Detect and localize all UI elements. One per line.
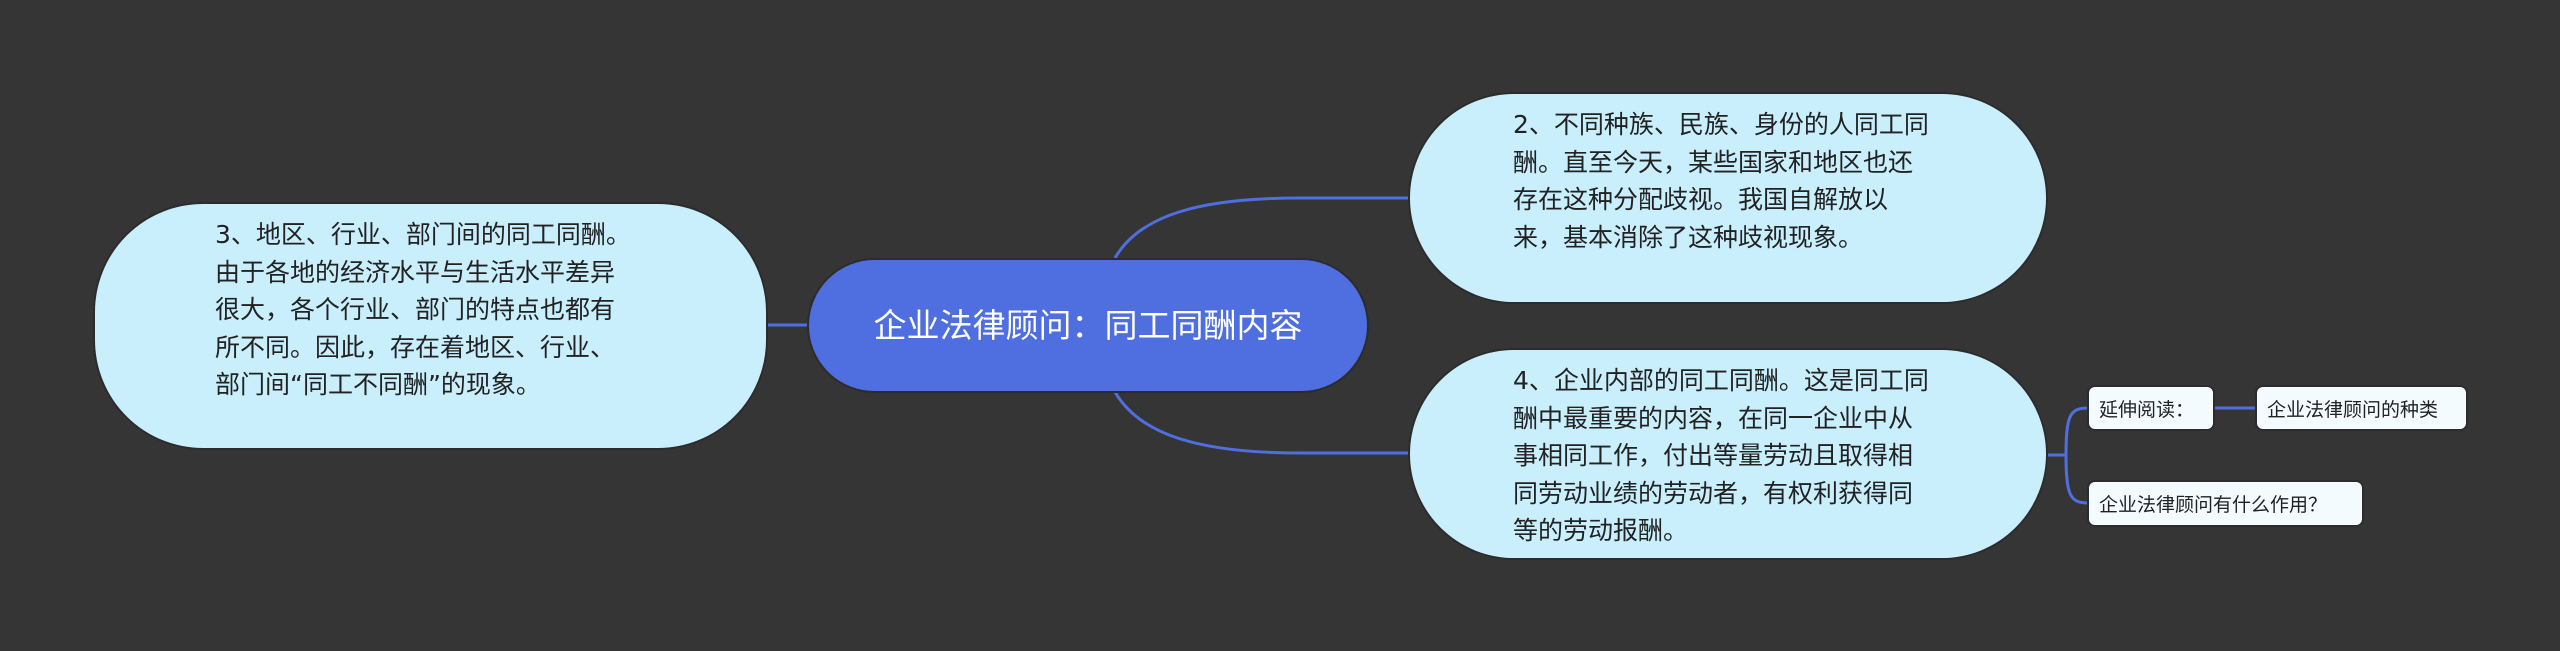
topic-2-text: 2、不同种族、民族、身份的人同工同酬。直至今天，某些国家和地区也还存在这种分配歧… xyxy=(1513,110,1929,252)
topic-node-2[interactable]: 2、不同种族、民族、身份的人同工同酬。直至今天，某些国家和地区也还存在这种分配歧… xyxy=(1408,92,2048,304)
extended-reading-link-text[interactable]: 企业法律顾问的种类 xyxy=(2267,398,2439,421)
topic-node-3[interactable]: 3、地区、行业、部门间的同工同酬。由于各地的经济水平与生活水平差异很大，各个行业… xyxy=(93,202,768,450)
extended-reading-label-text: 延伸阅读： xyxy=(2099,398,2195,421)
topic-4-text: 4、企业内部的同工同酬。这是同工同酬中最重要的内容，在同一企业中从事相同工作，付… xyxy=(1513,366,1929,545)
extended-reading-link[interactable]: 企业法律顾问的种类 xyxy=(2255,385,2468,431)
root-title: 企业法律顾问：同工同酬内容 xyxy=(873,305,1303,345)
topic-3-text: 3、地区、行业、部门间的同工同酬。由于各地的经济水平与生活水平差异很大，各个行业… xyxy=(215,220,631,399)
question-link[interactable]: 企业法律顾问有什么作用？ xyxy=(2087,480,2364,527)
question-link-text[interactable]: 企业法律顾问有什么作用？ xyxy=(2099,494,2328,516)
extended-reading-label: 延伸阅读： xyxy=(2087,385,2215,431)
topic-node-4[interactable]: 4、企业内部的同工同酬。这是同工同酬中最重要的内容，在同一企业中从事相同工作，付… xyxy=(1408,348,2048,560)
link-root-topic4 xyxy=(1113,391,1410,455)
link-topic4-leaves xyxy=(2046,406,2089,505)
root-node[interactable]: 企业法律顾问：同工同酬内容 xyxy=(807,258,1369,393)
link-root-topic2 xyxy=(1113,196,1410,259)
